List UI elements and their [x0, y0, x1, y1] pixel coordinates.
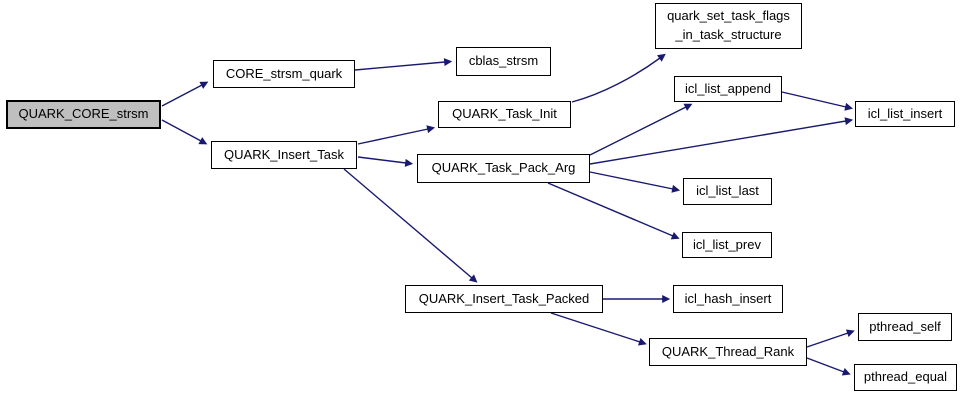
- edge-QUARK_Task_Pack_Arg-to-icl_list_insert: [589, 117, 854, 165]
- node-label: QUARK_Task_Init: [452, 106, 557, 122]
- edge-QUARK_Thread_Rank-to-pthread_equal: [806, 357, 851, 376]
- node-label: icl_list_insert: [867, 105, 943, 121]
- node-QUARK_Thread_Rank[interactable]: QUARK_Thread_Rank: [649, 338, 807, 366]
- node-cblas_strsm[interactable]: cblas_strsm: [456, 47, 551, 76]
- node-QUARK_Task_Init[interactable]: QUARK_Task_Init: [438, 101, 571, 128]
- node-label: CORE_strsm_quark: [225, 65, 343, 81]
- edge-QUARK_Insert_Task-to-QUARK_Task_Init: [357, 125, 436, 145]
- node-QUARK_Task_Pack_Arg[interactable]: QUARK_Task_Pack_Arg: [417, 154, 590, 183]
- node-CORE_strsm_quark[interactable]: CORE_strsm_quark: [213, 60, 355, 88]
- node-icl_list_append[interactable]: icl_list_append: [674, 76, 782, 102]
- node-quark_set_task_flags_in_task_structure[interactable]: quark_set_task_flags _in_task_structure: [655, 3, 802, 49]
- edge-QUARK_Insert_Task-to-QUARK_Insert_Task_Packed: [343, 168, 478, 283]
- edge-QUARK_Insert_Task-to-QUARK_Task_Pack_Arg: [357, 156, 414, 167]
- edge-QUARK_Task_Pack_Arg-to-icl_list_prev: [547, 182, 680, 240]
- node-icl_list_prev[interactable]: icl_list_prev: [682, 232, 772, 258]
- edge-QUARK_Task_Pack_Arg-to-icl_list_last: [589, 171, 681, 193]
- node-label: cblas_strsm: [468, 53, 539, 69]
- node-label: icl_hash_insert: [684, 290, 772, 306]
- node-QUARK_Insert_Task[interactable]: QUARK_Insert_Task: [211, 141, 357, 169]
- node-label: QUARK_Insert_Task_Packed: [418, 290, 590, 306]
- node-QUARK_CORE_strsm: QUARK_CORE_strsm: [6, 100, 161, 129]
- node-label: pthread_self: [869, 318, 941, 334]
- node-label: QUARK_Thread_Rank: [661, 343, 795, 359]
- node-label: QUARK_CORE_strsm: [18, 106, 149, 122]
- edge-icl_list_append-to-icl_list_insert: [781, 91, 854, 111]
- node-label: quark_set_task_flags _in_task_structure: [667, 8, 790, 42]
- edge-CORE_strsm_quark-to-cblas_strsm: [354, 58, 453, 71]
- node-label: pthread_equal: [863, 369, 948, 385]
- node-label: icl_list_append: [684, 80, 771, 96]
- node-label: QUARK_Task_Pack_Arg: [431, 160, 576, 176]
- node-icl_list_last[interactable]: icl_list_last: [683, 178, 772, 205]
- edge-QUARK_Task_Init-to-quark_set_task_flags_in_task_structure: [571, 53, 666, 103]
- node-QUARK_Insert_Task_Packed[interactable]: QUARK_Insert_Task_Packed: [405, 285, 603, 313]
- edge-QUARK_CORE_strsm-to-CORE_strsm_quark: [161, 81, 209, 107]
- edge-QUARK_Thread_Rank-to-pthread_self: [806, 329, 855, 348]
- node-icl_list_insert[interactable]: icl_list_insert: [855, 101, 955, 127]
- edge-QUARK_CORE_strsm-to-QUARK_Insert_Task: [161, 119, 208, 145]
- edge-QUARK_Insert_Task_Packed-to-QUARK_Thread_Rank: [550, 312, 647, 346]
- node-icl_hash_insert[interactable]: icl_hash_insert: [673, 285, 783, 313]
- node-label: QUARK_Insert_Task: [224, 146, 344, 162]
- node-pthread_self[interactable]: pthread_self: [858, 313, 952, 341]
- edge-QUARK_Task_Pack_Arg-to-icl_list_append: [589, 103, 693, 156]
- node-label: icl_list_prev: [693, 236, 761, 252]
- node-pthread_equal[interactable]: pthread_equal: [854, 364, 957, 391]
- node-label: icl_list_last: [696, 183, 759, 199]
